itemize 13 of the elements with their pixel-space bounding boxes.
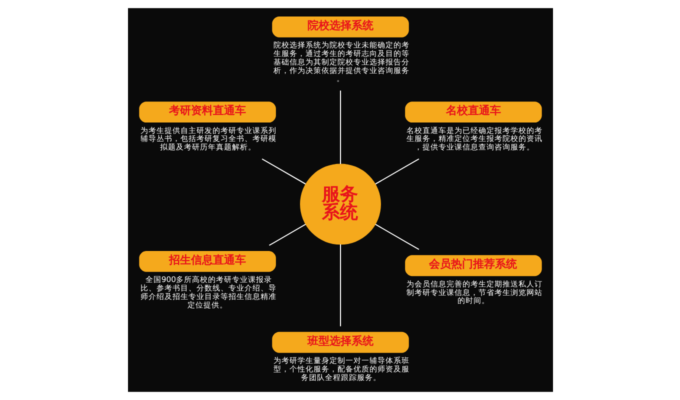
connector bbox=[339, 244, 341, 326]
connector bbox=[261, 158, 306, 184]
node-box: 院校选择系统 bbox=[272, 16, 408, 38]
node-box: 班型选择系统 bbox=[272, 332, 408, 353]
node-box: 名校直通车 bbox=[404, 102, 542, 123]
connector bbox=[339, 90, 341, 164]
node-box: 会员热门推荐系统 bbox=[404, 255, 542, 276]
node-box: 招生信息直通车 bbox=[138, 250, 276, 272]
connector bbox=[374, 158, 419, 184]
node-circle: 服务系统 bbox=[300, 164, 380, 245]
node-box: 考研资料直通车 bbox=[138, 102, 276, 123]
connector bbox=[374, 224, 419, 250]
connector bbox=[268, 224, 306, 246]
